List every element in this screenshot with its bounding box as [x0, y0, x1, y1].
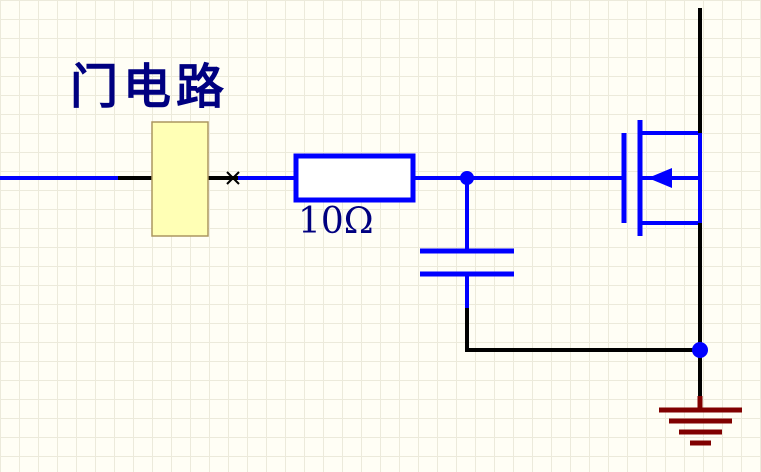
mosfet-body-arrow-icon — [648, 168, 672, 188]
junction-dot-gate-node[interactable] — [460, 171, 474, 185]
gate-circuit-label[interactable]: 门电路 — [70, 59, 229, 115]
resistor-body[interactable] — [293, 153, 416, 203]
junction-dot-source-node[interactable] — [692, 342, 708, 358]
n-channel-mosfet[interactable] — [621, 120, 702, 236]
ground-symbol[interactable] — [659, 396, 742, 446]
capacitor[interactable] — [420, 180, 514, 310]
no-erc-cross-stroke-2 — [226, 171, 240, 185]
resistor-value-label[interactable]: 10Ω — [298, 201, 374, 242]
wire-capacitor-to-source[interactable] — [465, 308, 702, 352]
no-erc-marker-icon[interactable] — [226, 171, 240, 185]
gate-circuit-block[interactable] — [151, 121, 209, 237]
